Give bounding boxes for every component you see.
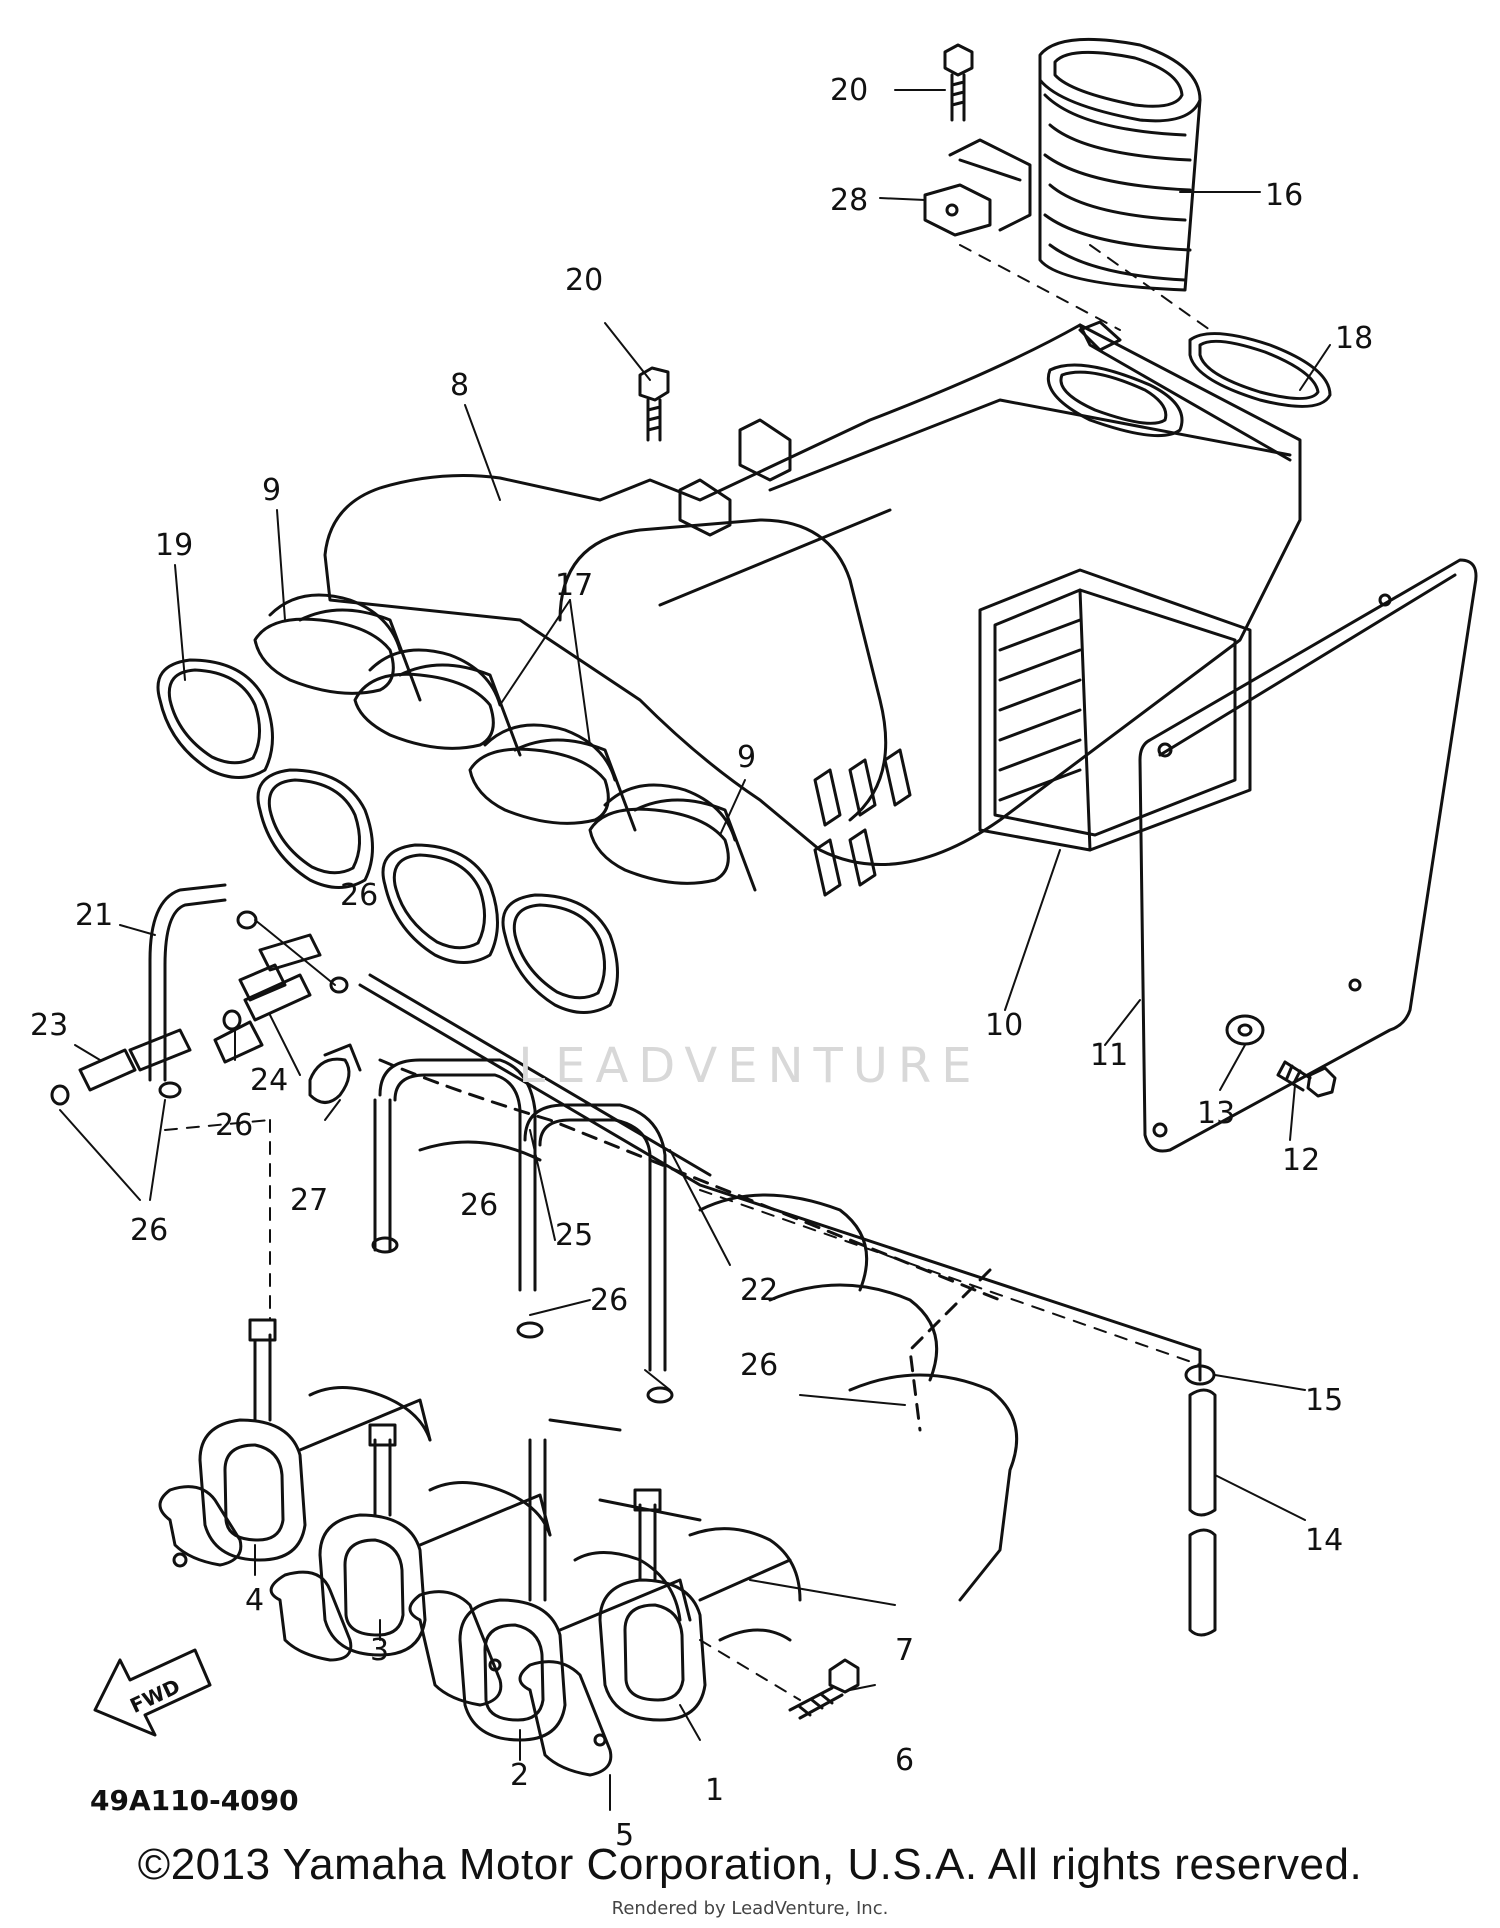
bracket-28 bbox=[923, 138, 1032, 237]
callout-26a: 26 bbox=[340, 878, 378, 913]
seal-18 bbox=[1188, 332, 1332, 408]
callout-1: 1 bbox=[705, 1773, 724, 1808]
callout-2: 2 bbox=[510, 1758, 529, 1793]
copyright-notice: ©2013 Yamaha Motor Corporation, U.S.A. A… bbox=[137, 1840, 1363, 1889]
bolt-6 bbox=[788, 1658, 860, 1720]
callout-13: 13 bbox=[1197, 1096, 1235, 1131]
air-box-cover bbox=[1138, 558, 1478, 1153]
callout-26c: 26 bbox=[130, 1213, 168, 1248]
drain-hose-14 bbox=[1184, 1364, 1217, 1637]
callout-26f: 26 bbox=[740, 1348, 778, 1383]
callout-12: 12 bbox=[1282, 1143, 1320, 1178]
callout-4: 4 bbox=[245, 1583, 264, 1618]
callout-9b: 9 bbox=[737, 740, 756, 775]
callout-26b: 26 bbox=[215, 1108, 253, 1143]
callout-24: 24 bbox=[250, 1063, 288, 1098]
air-box bbox=[323, 320, 1302, 897]
intake-duct-16 bbox=[1038, 37, 1202, 292]
callout-19: 19 bbox=[155, 528, 193, 563]
callout-7: 7 bbox=[895, 1633, 914, 1668]
connection-dashes bbox=[164, 244, 1211, 1701]
watermark: LEADVENTURE bbox=[518, 1038, 982, 1094]
rendered-by-note: Rendered by LeadVenture, Inc. bbox=[611, 1898, 889, 1919]
engine-outline bbox=[378, 1058, 1002, 1432]
bolt-20-top bbox=[943, 43, 974, 122]
part-code: 49A110-4090 bbox=[90, 1784, 299, 1817]
insulator-plates bbox=[408, 1590, 613, 1777]
callout-14: 14 bbox=[1305, 1523, 1343, 1558]
bolt-20-middle bbox=[638, 366, 670, 442]
callout-9a: 9 bbox=[262, 473, 281, 508]
intake-manifolds bbox=[158, 1318, 802, 1742]
screw-12 bbox=[1276, 1060, 1337, 1098]
callout-15: 15 bbox=[1305, 1383, 1343, 1418]
callout-26d: 26 bbox=[460, 1188, 498, 1223]
engine-cylinders bbox=[418, 1140, 1019, 1602]
callout-10: 10 bbox=[985, 1008, 1023, 1043]
fwd-arrow bbox=[93, 1648, 212, 1737]
fittings bbox=[213, 973, 312, 1064]
callout-27: 27 bbox=[290, 1183, 328, 1218]
carb-joints bbox=[253, 593, 757, 892]
callout-20a: 20 bbox=[830, 73, 868, 108]
callout-6: 6 bbox=[895, 1743, 914, 1778]
callout-22: 22 bbox=[740, 1273, 778, 1308]
callout-20b: 20 bbox=[565, 263, 603, 298]
washer-13 bbox=[1225, 1014, 1265, 1046]
callout-26e: 26 bbox=[590, 1283, 628, 1318]
clamp-27 bbox=[308, 1043, 362, 1104]
callout-21: 21 bbox=[75, 898, 113, 933]
callout-25: 25 bbox=[555, 1218, 593, 1253]
callout-23: 23 bbox=[30, 1008, 68, 1043]
callout-11: 11 bbox=[1090, 1038, 1128, 1073]
callout-16: 16 bbox=[1265, 178, 1303, 213]
callout-18: 18 bbox=[1335, 321, 1373, 356]
callout-3: 3 bbox=[370, 1633, 389, 1668]
callout-8: 8 bbox=[450, 368, 469, 403]
callout-28: 28 bbox=[830, 183, 868, 218]
clips-26 bbox=[50, 910, 674, 1404]
leader-lines bbox=[59, 89, 1331, 1811]
filter-element bbox=[978, 568, 1252, 852]
clamps-19 bbox=[156, 658, 619, 1014]
callout-17: 17 bbox=[555, 568, 593, 603]
callout-5: 5 bbox=[615, 1818, 634, 1853]
callout-labels: 20 28 16 18 20 8 9 19 17 9 10 11 13 12 2… bbox=[30, 73, 1373, 1853]
